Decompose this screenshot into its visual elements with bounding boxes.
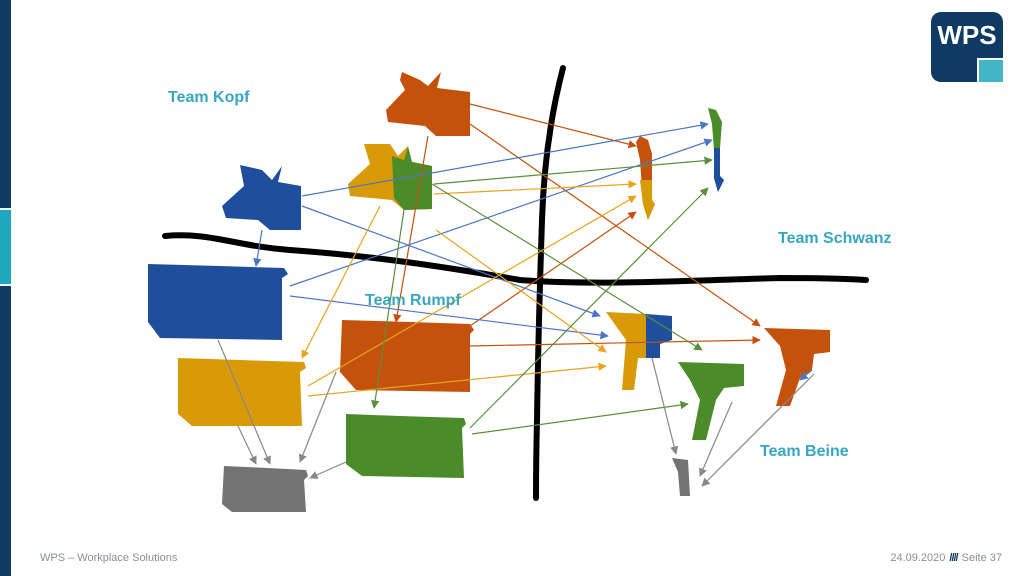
logo-square <box>977 58 1005 84</box>
arrow <box>393 135 429 323</box>
torso-yellow <box>178 358 306 426</box>
torso-blue <box>148 264 288 340</box>
arrows-gray <box>217 339 815 487</box>
arrow <box>253 229 263 267</box>
arrow <box>799 369 813 381</box>
arrow <box>471 400 689 435</box>
logo-text: WPS <box>937 20 997 50</box>
team-rumpf-label: Team Rumpf <box>365 292 461 309</box>
head-blue <box>222 165 301 230</box>
arrow <box>301 205 381 359</box>
arrow <box>289 138 713 287</box>
team-schwanz-label: Team Schwanz <box>778 230 892 247</box>
torso-gray <box>222 466 308 512</box>
arrow <box>469 187 709 429</box>
arrow <box>701 373 815 487</box>
team-beine-label: Team Beine <box>760 443 849 460</box>
arrow <box>433 156 713 185</box>
arrow <box>217 339 271 465</box>
leg-gray <box>672 458 690 496</box>
arrows-blue <box>253 121 713 340</box>
arrow <box>301 121 709 197</box>
wps-logo: WPS <box>931 12 1005 84</box>
footer-page-number: Seite 37 <box>961 552 1002 564</box>
footer-meta: 24.09.2020////Seite 37 <box>890 552 1002 564</box>
leg-orange <box>764 328 830 406</box>
arrow <box>469 211 637 327</box>
arrow <box>370 209 405 409</box>
left-accent-bar <box>0 208 11 286</box>
torso-orange <box>340 320 474 392</box>
arrow <box>289 295 609 340</box>
leg-yellow-blue <box>606 312 646 390</box>
arrow <box>435 229 607 353</box>
leg-green <box>678 362 744 440</box>
tail-orange-lower <box>640 180 655 220</box>
arrow <box>699 401 733 477</box>
arrows-green <box>370 156 713 435</box>
footer-company: WPS – Workplace Solutions <box>40 552 178 564</box>
arrow <box>301 205 601 318</box>
arrow <box>307 362 607 397</box>
tail-green-blue-lower <box>714 148 724 192</box>
team-kopf-label: Team Kopf <box>168 89 250 106</box>
arrow <box>469 103 637 149</box>
torso-green <box>346 414 466 478</box>
arrow <box>433 180 637 195</box>
left-brand-bar <box>0 0 11 576</box>
head-orange <box>386 72 470 136</box>
arrow <box>307 195 637 387</box>
arrow <box>651 357 679 455</box>
head-green <box>392 146 432 210</box>
leg-yellow-blue-right <box>646 314 672 358</box>
arrows-yellow <box>301 180 637 397</box>
divider-vertical <box>533 65 566 501</box>
arrow <box>431 183 703 351</box>
footer-separator: //// <box>949 552 958 564</box>
arrow <box>237 425 257 465</box>
footer-date: 24.09.2020 <box>890 552 946 564</box>
arrow <box>309 461 347 479</box>
arrow <box>469 335 761 347</box>
arrow <box>298 371 337 463</box>
